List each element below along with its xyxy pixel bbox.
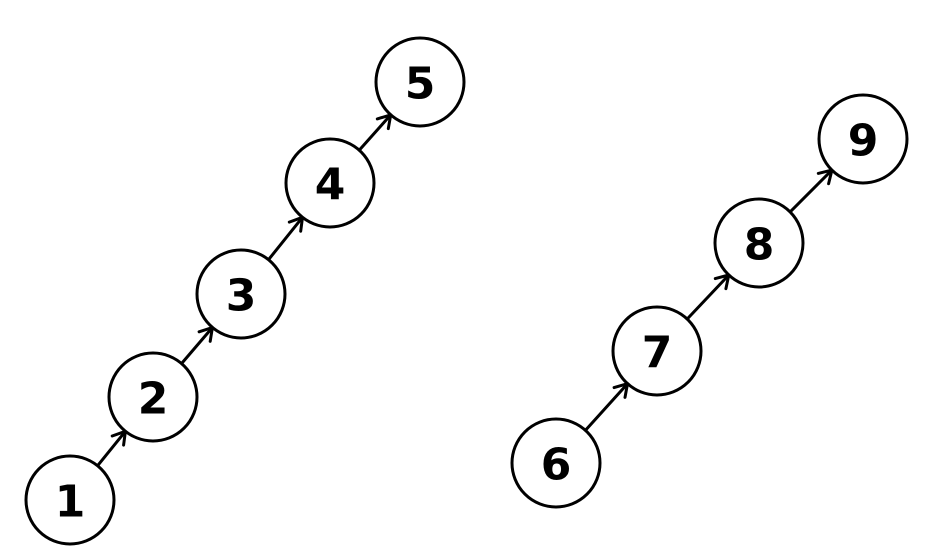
node-label: 1 (55, 477, 86, 528)
edge-3-4 (267, 215, 304, 261)
node-circle (713, 197, 805, 289)
node-circle (284, 137, 376, 229)
node-2: 2 (107, 351, 199, 443)
node-circle (24, 454, 116, 546)
node-label: 9 (848, 116, 879, 167)
edge-8-9 (789, 168, 834, 213)
node-circle (374, 36, 466, 128)
nodes-layer: 1 2 3 4 5 6 7 8 9 (24, 36, 909, 546)
edge-line (584, 382, 629, 432)
edge-7-8 (686, 273, 731, 321)
node-circle (107, 351, 199, 443)
node-label: 5 (405, 59, 436, 110)
node-label: 4 (315, 160, 346, 211)
edge-2-3 (180, 326, 214, 365)
node-circle (195, 248, 287, 340)
edge-line (180, 326, 214, 365)
edge-line (96, 430, 127, 467)
node-label: 6 (541, 440, 572, 491)
node-4: 4 (284, 137, 376, 229)
node-5: 5 (374, 36, 466, 128)
edge-line (686, 273, 730, 321)
node-8: 8 (713, 197, 805, 289)
node-label: 8 (744, 220, 775, 271)
edge-line (789, 169, 833, 213)
node-circle (510, 417, 602, 509)
edge-4-5 (358, 113, 393, 152)
node-circle (611, 305, 703, 397)
node-circle (817, 93, 909, 185)
node-6: 6 (510, 417, 602, 509)
node-9: 9 (817, 93, 909, 185)
edge-6-7 (584, 382, 629, 432)
node-label: 7 (642, 328, 673, 379)
node-label: 2 (138, 374, 169, 425)
edge-line (358, 113, 392, 152)
node-label: 3 (226, 271, 257, 322)
node-1: 1 (24, 454, 116, 546)
node-7: 7 (611, 305, 703, 397)
node-3: 3 (195, 248, 287, 340)
edge-line (267, 216, 304, 261)
edge-1-2 (96, 429, 127, 467)
